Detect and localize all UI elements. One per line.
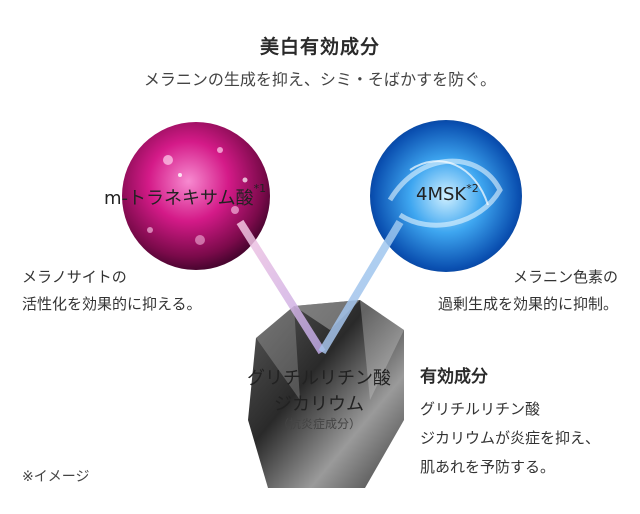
image-note: ※イメージ bbox=[22, 469, 90, 485]
silver-gem bbox=[248, 300, 404, 488]
ingredient-left-description: メラノサイトの 活性化を効果的に抑える。 bbox=[22, 264, 202, 318]
connection-triangle bbox=[236, 218, 404, 355]
effect-line: 肌あれを予防する。 bbox=[420, 458, 556, 476]
pink-sphere bbox=[122, 122, 270, 270]
ingredient-right-description: メラニン色素の 過剰生成を効果的に抑制。 bbox=[392, 264, 618, 318]
section-subtitle: メラニンの生成を抑え、シミ・そばかすを防ぐ。 bbox=[143, 70, 497, 89]
ingredient-left-label: m-トラネキサム酸*1 bbox=[104, 182, 267, 210]
gem-name-line: ジカリウム bbox=[274, 394, 364, 415]
ingredient-left-name: m-トラネキサム酸 bbox=[104, 188, 254, 209]
effect-description: グリチルリチン酸 ジカリウムが炎症を抑え、 肌あれを予防する。 bbox=[420, 395, 600, 482]
effect-line: ジカリウムが炎症を抑え、 bbox=[420, 429, 601, 447]
effect-line: グリチルリチン酸 bbox=[420, 400, 541, 418]
desc-right-line: 過剰生成を効果的に抑制。 bbox=[437, 295, 618, 313]
blue-sphere bbox=[370, 120, 522, 272]
desc-left-line: 活性化を効果的に抑える。 bbox=[22, 295, 202, 313]
ingredient-right-name: 4MSK bbox=[416, 184, 467, 205]
desc-left-line: メラノサイトの bbox=[22, 268, 127, 286]
desc-right-line: メラニン色素の bbox=[512, 268, 618, 286]
ingredient-bottom-name: グリチルリチン酸 ジカリウム bbox=[214, 366, 424, 418]
ingredient-left-mark: *1 bbox=[253, 182, 267, 195]
effect-title: 有効成分 bbox=[420, 367, 488, 387]
section-title: 美白有効成分 bbox=[259, 36, 380, 58]
ingredient-right-mark: *2 bbox=[466, 182, 479, 195]
ingredient-right-label: 4MSK*2 bbox=[416, 182, 479, 205]
gem-name-line: グリチルリチン酸 bbox=[247, 368, 391, 389]
ingredient-bottom-sub: （抗炎症成分） bbox=[276, 417, 361, 431]
